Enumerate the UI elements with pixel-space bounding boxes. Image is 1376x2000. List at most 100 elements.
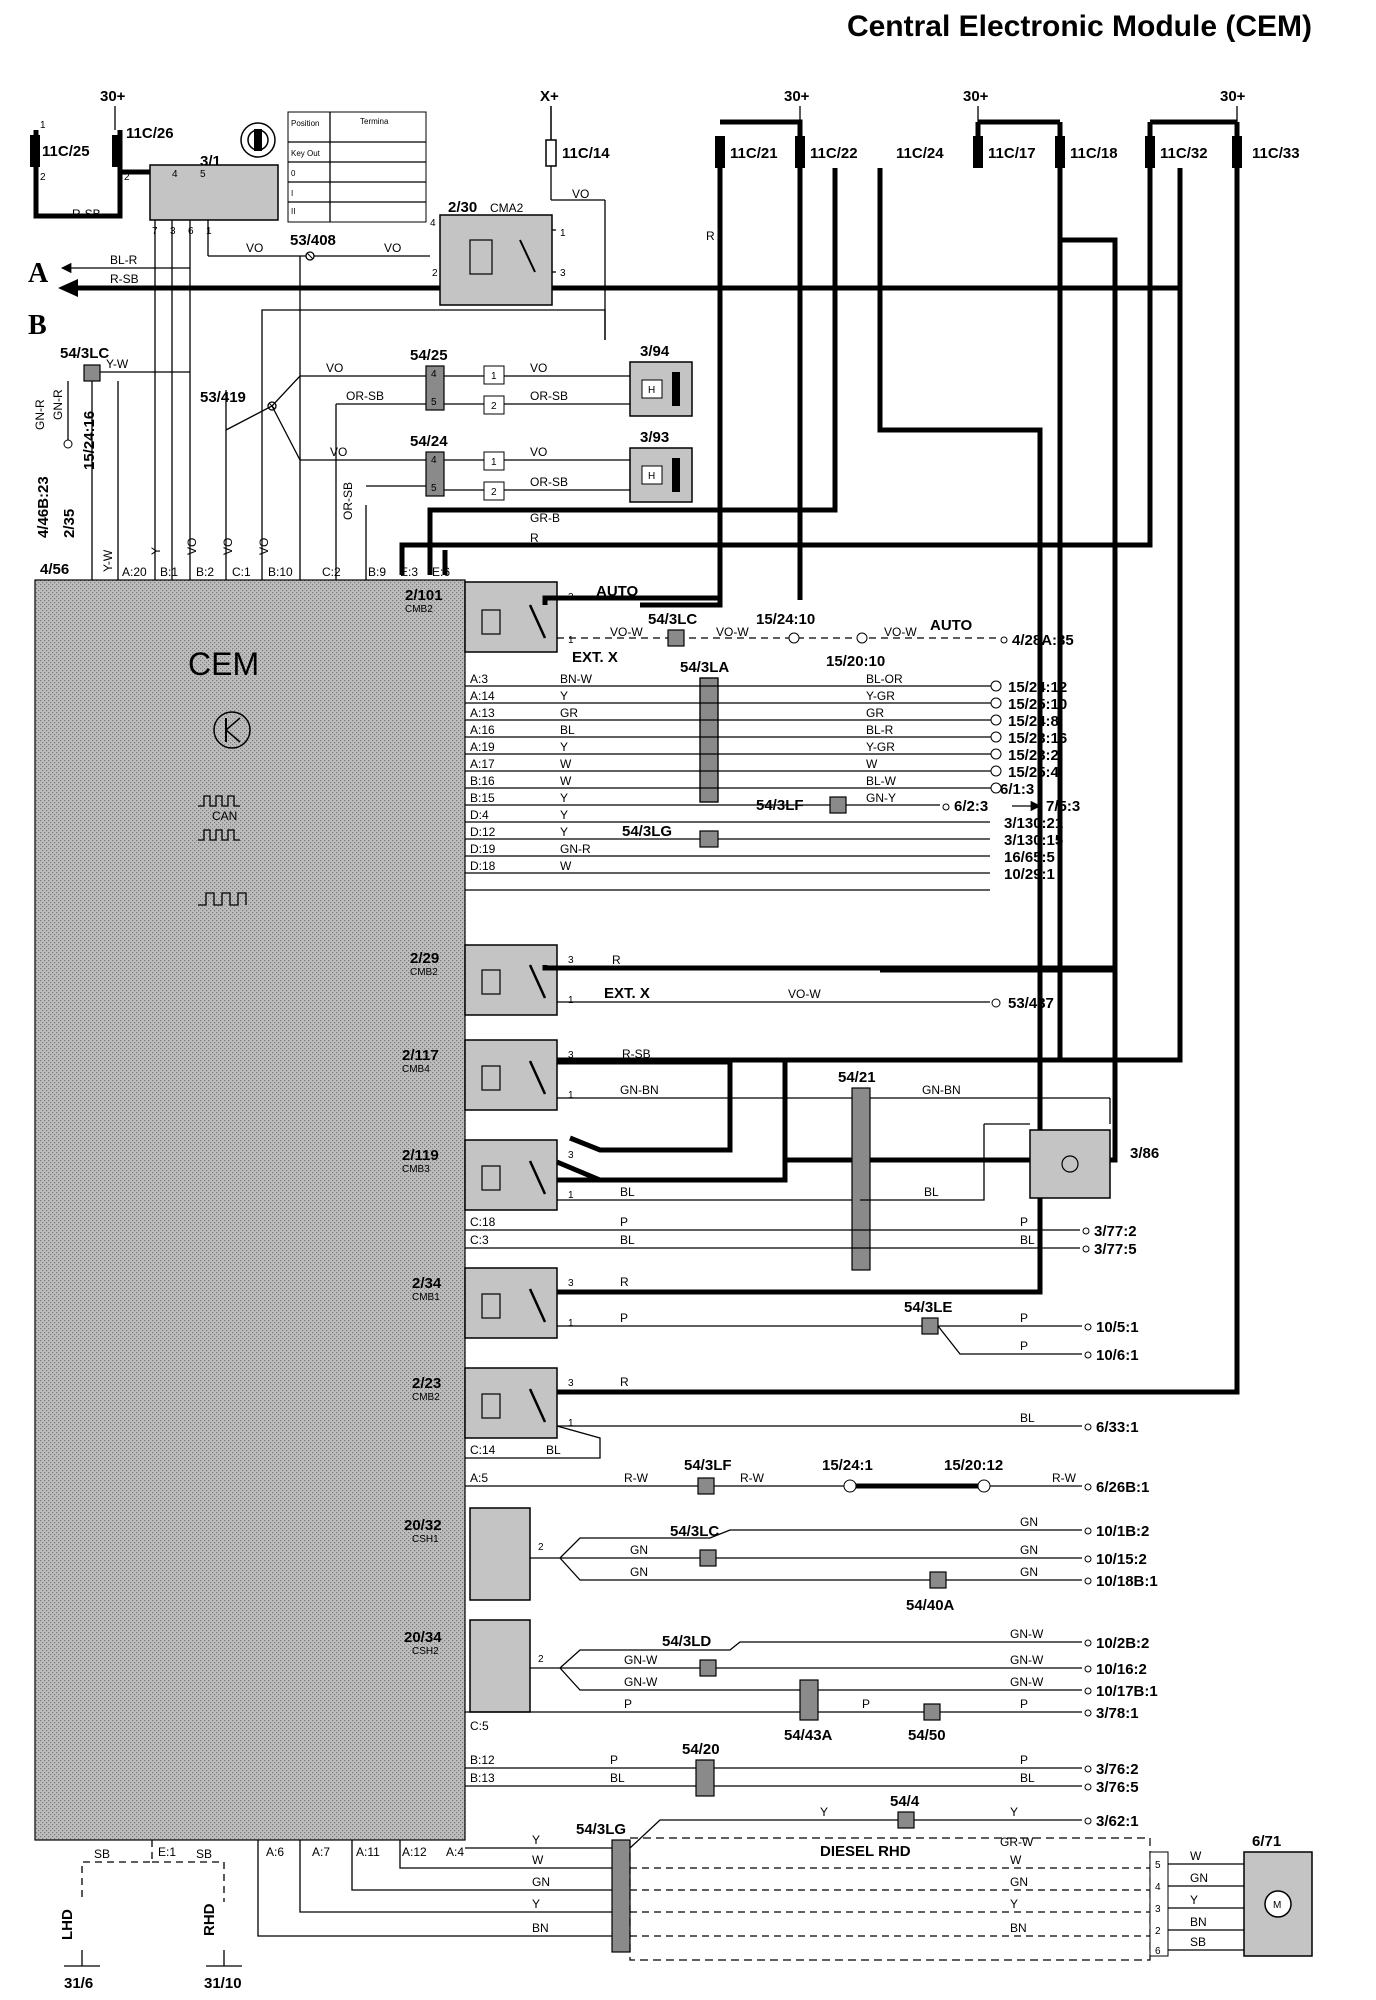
relay-2-101-code: CMB2 <box>405 604 433 615</box>
relay-2-34 <box>464 1267 558 1339</box>
cem-pin-a11: A:11 <box>356 1845 380 1859</box>
relay-2-119-code: CMB3 <box>402 1164 430 1175</box>
conn-54-3lf-a-label: 54/3LF <box>756 797 804 814</box>
component-3-86-label: 3/86 <box>1130 1145 1159 1162</box>
wire-w-right: W <box>866 757 878 771</box>
wire-r-vert: R <box>706 229 715 243</box>
term-6-2-3: 6/2:3 <box>954 798 988 815</box>
svg-text:M: M <box>1273 1900 1281 1911</box>
term-3-76-2: 3/76:2 <box>1096 1761 1139 1778</box>
component-3-86 <box>1029 1129 1111 1199</box>
cem-module <box>34 579 466 1841</box>
ign-row-i: I <box>291 189 293 198</box>
svg-text:2: 2 <box>1155 1926 1161 1937</box>
relay-auto-2: AUTO <box>930 617 973 634</box>
fuse-label-11c17: 11C/17 <box>988 145 1036 162</box>
term-16-65-5: 16/65:5 <box>1004 849 1055 866</box>
term-10-29-1: 10/29:1 <box>1004 866 1055 883</box>
conn-54-3la <box>699 677 719 803</box>
wire-gn-2: GN <box>630 1565 648 1579</box>
wire-orsb-vert: OR-SB <box>341 482 355 520</box>
svg-text:3: 3 <box>568 955 574 966</box>
conn-54-50 <box>923 1703 941 1721</box>
svg-text:5: 5 <box>200 169 206 180</box>
transistor-icon <box>213 711 251 749</box>
wire-bnw: BN-W <box>560 672 593 686</box>
wire-vo-m3: VO <box>530 361 547 375</box>
term-10-5-1: 10/5:1 <box>1096 1319 1139 1336</box>
wire-p-376: P <box>1020 1753 1028 1767</box>
wire-vo-3: VO <box>572 187 589 201</box>
fuse-11c25 <box>30 135 40 167</box>
wire-bn-671: BN <box>1190 1915 1207 1929</box>
pin-a19: A:19 <box>470 740 495 754</box>
conn-54-3lf-a <box>829 796 847 814</box>
term-10-18b-1: 10/18B:1 <box>1096 1573 1158 1590</box>
svg-text:2: 2 <box>124 172 130 183</box>
motor-6-71-label: 6/71 <box>1252 1833 1281 1850</box>
conn-54-3lc-csh-label: 54/3LC <box>670 1523 719 1540</box>
wire-rsb-b: R-SB <box>110 272 139 286</box>
wire-p-c18b: P <box>1020 1215 1028 1229</box>
wire-gn-5: GN <box>1020 1565 1038 1579</box>
term-3-130-21: 3/130:21 <box>1004 815 1063 832</box>
edge-label-b: B <box>28 310 47 341</box>
conn-54-3lf-b <box>697 1477 715 1495</box>
svg-text:2: 2 <box>432 268 438 279</box>
svg-text:1: 1 <box>568 1418 574 1429</box>
wire-gn-1: GN <box>630 1543 648 1557</box>
svg-text:1: 1 <box>560 228 566 239</box>
cem-pin-b2: B:2 <box>196 565 214 579</box>
conn-54-3lc-mid-label: 54/3LC <box>648 611 697 628</box>
wire-r-234: R <box>620 1275 629 1289</box>
wire-y-vert: Y <box>149 547 163 555</box>
edge-label-a: A <box>28 258 49 289</box>
svg-text:3: 3 <box>568 1378 574 1389</box>
relay-2-119-label: 2/119 <box>402 1147 439 1164</box>
relay-2-23-code: CMB2 <box>412 1392 440 1403</box>
term-15-24-8: 15/24:8 <box>1008 713 1059 730</box>
motor-icon <box>1264 1890 1292 1918</box>
svg-text:3: 3 <box>568 1278 574 1289</box>
wire-y-r5: Y <box>560 740 568 754</box>
can-label: CAN <box>212 809 237 823</box>
conn-54-43a <box>799 1679 819 1721</box>
relay-2-29-extx: EXT. X <box>604 985 650 1002</box>
pin-a17: A:17 <box>470 757 495 771</box>
term-3-62-1: 3/62:1 <box>1096 1813 1139 1830</box>
relay-2-23-label: 2/23 <box>412 1375 441 1392</box>
wire-gnw-3: GN-W <box>1010 1627 1044 1641</box>
wire-p-106: P <box>1020 1339 1028 1353</box>
conn-54-21-label: 54/21 <box>838 1069 876 1086</box>
cem-pin-a6: A:6 <box>266 1845 284 1859</box>
pin-b16: B:16 <box>470 774 495 788</box>
cem-label: CEM <box>188 646 259 682</box>
wire-gnw-5: GN-W <box>1010 1675 1044 1689</box>
pulse-icon <box>198 892 247 906</box>
fuse-label-11c32: 11C/32 <box>1160 145 1208 162</box>
wire-y-b4: Y <box>532 1897 540 1911</box>
pin-b13: B:13 <box>470 1771 495 1785</box>
splice-15-24-10: 15/24:10 <box>756 611 815 628</box>
fuse-label-11c14: 11C/14 <box>562 145 610 162</box>
cem-pin-e6: E:6 <box>432 565 450 579</box>
cem-pin-a12: A:12 <box>402 1845 427 1859</box>
wire-p-c18: P <box>620 1215 628 1229</box>
wire-rsb-top: R-SB <box>72 207 101 221</box>
term-15-23-16: 15/23:16 <box>1008 730 1067 747</box>
wire-vow-2: VO-W <box>716 625 749 639</box>
svg-text:1: 1 <box>568 1090 574 1101</box>
wire-r-m: R <box>530 531 539 545</box>
svg-text:5: 5 <box>431 483 437 494</box>
svg-text:1: 1 <box>568 995 574 1006</box>
wire-yw-vert: Y-W <box>101 549 115 572</box>
relay-2-119 <box>464 1139 558 1211</box>
ground-lhd-label: LHD <box>59 1909 76 1940</box>
fuse-11c26 <box>112 135 122 167</box>
term-7-5-3: 7/5:3 <box>1046 798 1080 815</box>
term-4-28a-35: 4/28A:35 <box>1012 632 1074 649</box>
wire-rw-3: R-W <box>1052 1471 1077 1485</box>
supply-30-label-2: 30+ <box>784 88 810 105</box>
wire-p-4350: P <box>862 1697 870 1711</box>
fuse-label-11c26: 11C/26 <box>126 125 174 142</box>
